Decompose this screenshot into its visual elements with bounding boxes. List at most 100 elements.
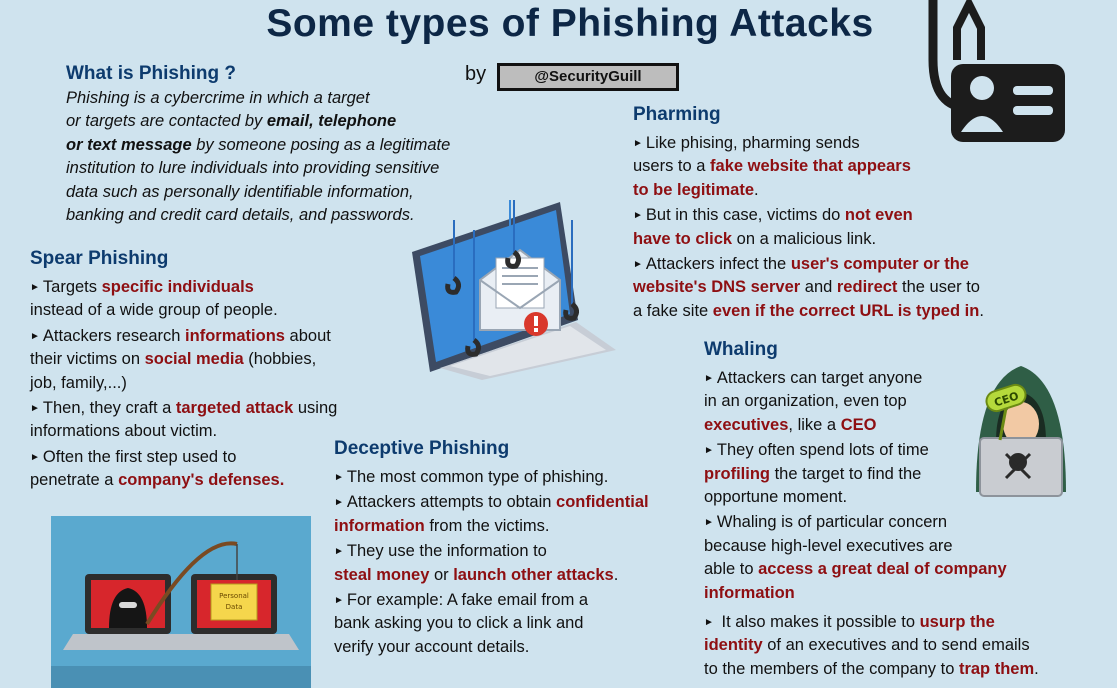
text: to the members of the company to: [704, 659, 959, 678]
text: It also makes it possible to: [716, 613, 920, 632]
emphasis: identity: [704, 636, 763, 655]
text: They use the information to: [346, 542, 547, 561]
bullet-icon: ►: [334, 546, 344, 558]
list-item: ►Attackers attempts to obtain confidenti…: [334, 491, 699, 538]
bullet-icon: ►: [30, 282, 40, 293]
deceptive-phishing-list: ►The most common type of phishing. ►Atta…: [334, 466, 699, 661]
list-item: ►Attackers can target anyone in an organ…: [704, 367, 1104, 437]
text: .: [613, 565, 619, 584]
text: on a malicious link.: [732, 229, 877, 248]
hacker-fishing-laptops-illustration: Personal Data: [51, 516, 311, 688]
emphasis: user's computer or the: [790, 255, 969, 274]
list-item: ► It also makes it possible to usurp the…: [704, 611, 1104, 681]
text: users to a: [633, 157, 711, 176]
hacker-ceo-mask-illustration: CEO: [976, 366, 1066, 497]
list-item: ►Then, they craft a targeted attack usin…: [30, 397, 390, 444]
emphasis: fake website that appears: [710, 157, 911, 176]
text: Attackers infect the: [645, 255, 791, 274]
bullet-icon: ►: [334, 595, 344, 607]
spear-phishing-list: ►Targets specific individuals instead of…: [30, 276, 390, 495]
text: bank asking you to click a link and: [334, 614, 584, 633]
text: They often spend lots of time: [716, 441, 929, 460]
text: (hobbies,: [243, 350, 317, 369]
page-title: Some types of Phishing Attacks: [266, 2, 874, 45]
emphasis: specific individuals: [101, 278, 254, 296]
text: , like a: [788, 415, 841, 434]
emphasis: have to click: [633, 229, 733, 248]
emphasis: usurp the: [919, 613, 995, 632]
emphasis: access a great deal of company: [758, 560, 1007, 579]
text: The most common type of phishing.: [346, 468, 609, 486]
emphasis: social media: [144, 350, 244, 369]
text: the target to find the: [769, 464, 922, 483]
emphasis: company's defenses.: [118, 471, 285, 490]
author-handle: @SecurityGuill: [497, 63, 679, 91]
text: able to: [704, 560, 759, 579]
emphasis: executives: [704, 415, 789, 434]
text: .: [979, 301, 984, 320]
emphasis: information: [704, 583, 795, 602]
text: in an organization, even top: [704, 392, 907, 411]
emphasis: launch other attacks: [453, 565, 614, 584]
text: and: [800, 278, 837, 297]
text: opportune moment.: [704, 488, 848, 507]
emphasis: not even: [844, 206, 913, 225]
what-is-phishing-text: Phishing is a cybercrime in which a targ…: [66, 87, 516, 227]
text: Then, they craft a: [42, 399, 176, 418]
list-item: ►The most common type of phishing.: [334, 466, 699, 489]
what-line: or targets are contacted by email, telep…: [66, 110, 516, 133]
list-item: ►They often spend lots of time profiling…: [704, 439, 1104, 509]
emphasis: targeted attack: [175, 399, 294, 418]
bullet-icon: ►: [704, 617, 714, 629]
emphasis: website's DNS server: [633, 278, 801, 297]
text: Attackers attempts to obtain: [346, 493, 557, 512]
emphasis: CEO: [840, 415, 877, 434]
list-item: ►Like phising, pharming sends users to a…: [633, 132, 1053, 202]
list-item: ►For example: A fake email from a bank a…: [334, 589, 699, 659]
what-line: banking and credit card details, and pas…: [66, 206, 415, 225]
text: about: [284, 326, 331, 345]
list-item: ►Targets specific individuals instead of…: [30, 276, 390, 323]
list-item: ►They use the information to steal money…: [334, 540, 699, 587]
emphasis: informations: [185, 326, 285, 345]
text: informations about victim.: [30, 422, 218, 441]
personal-data-label-2: Data: [226, 603, 243, 611]
list-item: ►Attackers research informations about t…: [30, 325, 390, 395]
what-line: institution to lure individuals into pro…: [66, 159, 440, 178]
bold-text: email, telephone: [266, 112, 397, 131]
what-is-phishing-heading: What is Phishing ?: [66, 63, 236, 84]
bullet-icon: ►: [704, 445, 714, 457]
text: from the victims.: [424, 516, 550, 535]
text: or: [429, 565, 454, 584]
pharming-list: ►Like phising, pharming sends users to a…: [633, 132, 1053, 325]
what-line: data such as personally identifiable inf…: [66, 182, 414, 201]
whaling-list: ►Attackers can target anyone in an organ…: [704, 367, 1104, 683]
text: or targets are contacted by: [66, 112, 267, 131]
list-item: ►Attackers infect the user's computer or…: [633, 253, 1053, 323]
bold-text: or text message: [66, 135, 192, 154]
text: Whaling is of particular concern: [716, 513, 948, 532]
spear-phishing-heading: Spear Phishing: [30, 248, 169, 269]
emphasis: trap them: [958, 659, 1035, 678]
list-item: ►But in this case, victims do not even h…: [633, 204, 1053, 251]
bullet-icon: ►: [633, 259, 643, 271]
bullet-icon: ►: [633, 210, 643, 222]
personal-data-label-1: Personal: [219, 592, 249, 600]
text: because high-level executives are: [704, 536, 953, 555]
emphasis: to be legitimate: [633, 180, 755, 199]
hook-id-card-icon: [928, 0, 1065, 142]
bullet-icon: ►: [704, 373, 714, 384]
what-line: Phishing is a cybercrime in which a targ…: [66, 89, 370, 107]
bullet-icon: ►: [334, 472, 344, 483]
emphasis: profiling: [704, 464, 770, 483]
emphasis: information: [334, 516, 425, 535]
text: Attackers research: [42, 326, 186, 345]
text: by someone posing as a legitimate: [191, 135, 451, 154]
text: using: [293, 399, 338, 418]
text: job, family,...): [30, 373, 127, 392]
bullet-icon: ►: [704, 517, 714, 529]
what-line: or text message by someone posing as a l…: [66, 134, 516, 157]
text: instead of a wide group of people.: [30, 301, 278, 320]
bullet-icon: ►: [30, 330, 40, 342]
list-item: ►Often the first step used to penetrate …: [30, 446, 390, 493]
